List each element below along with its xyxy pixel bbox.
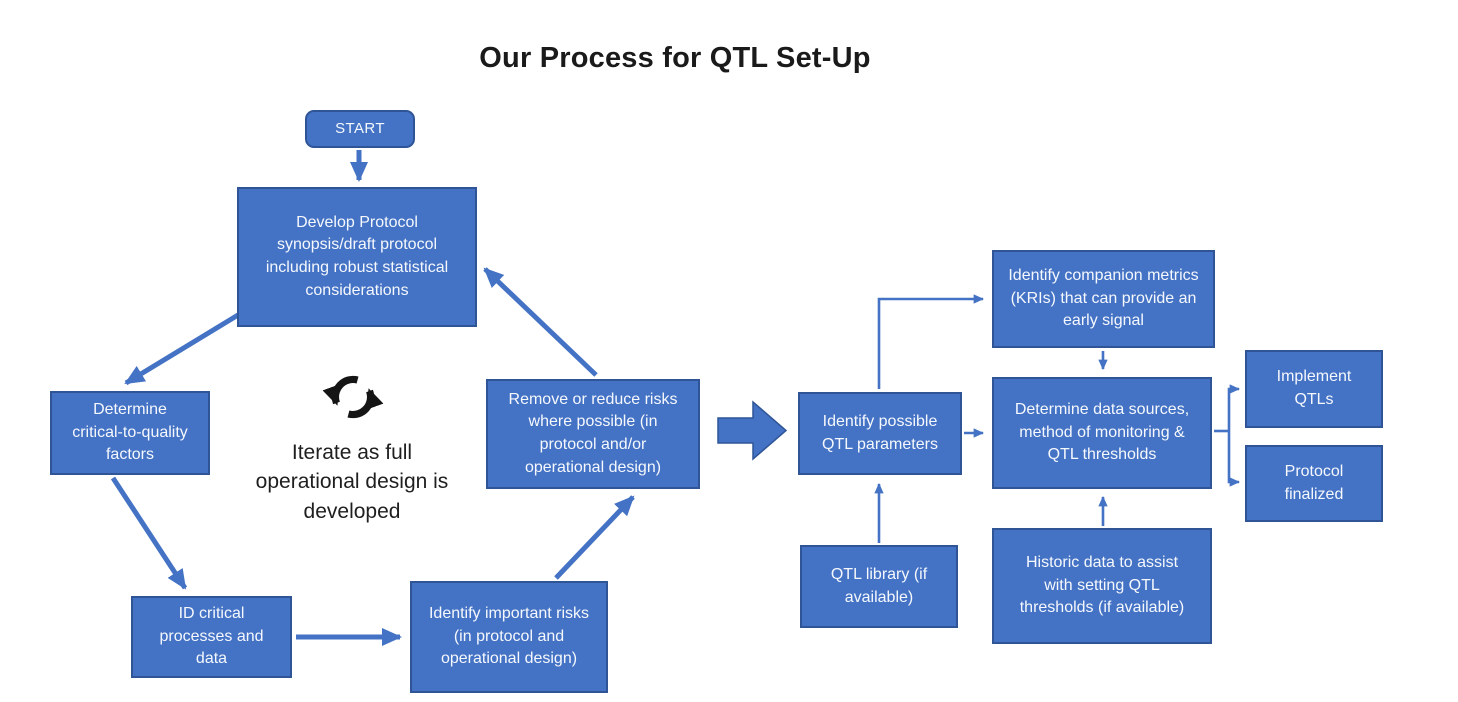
determine-ctq-box: Determine critical-to-quality factors — [50, 391, 210, 475]
protocol-finalized-label: Protocol finalized — [1284, 462, 1344, 503]
remove-risks-box: Remove or reduce risks where possible (i… — [486, 379, 700, 489]
develop-protocol-box: Develop Protocol synopsis/draft protocol… — [237, 187, 477, 327]
data-sources-box: Determine data sources, method of monito… — [992, 377, 1212, 489]
start-box: START — [305, 110, 415, 148]
companion-metrics-box: Identify companion metrics (KRIs) that c… — [992, 250, 1215, 348]
arrow-remove-to-develop — [483, 267, 598, 377]
transition-block-arrow — [717, 400, 788, 461]
arrow-determine-to-idcritical — [110, 476, 188, 590]
qtl-library-label: QTL library (if available) — [830, 565, 928, 606]
connector-params-to-companion — [877, 294, 985, 389]
protocol-finalized-box: Protocol finalized — [1245, 445, 1383, 522]
connector-to-implement — [1227, 384, 1241, 431]
identify-parameters-label: Identify possible QTL parameters — [822, 412, 938, 453]
companion-metrics-label: Identify companion metrics (KRIs) that c… — [1008, 266, 1199, 330]
develop-protocol-label: Develop Protocol synopsis/draft protocol… — [265, 213, 449, 299]
historic-data-label: Historic data to assist with setting QTL… — [1019, 553, 1185, 617]
id-critical-box: ID critical processes and data — [131, 596, 292, 678]
connector-to-finalized — [1227, 431, 1241, 487]
remove-risks-label: Remove or reduce risks where possible (i… — [508, 390, 678, 476]
implement-qtls-label: Implement QTLs — [1276, 368, 1352, 408]
identify-risks-label: Identify important risks (in protocol an… — [428, 604, 590, 668]
arrow-develop-to-determine — [124, 309, 245, 386]
historic-data-box: Historic data to assist with setting QTL… — [992, 528, 1212, 644]
arrow-risks-to-remove — [554, 495, 635, 580]
determine-ctq-label: Determine critical-to-quality factors — [72, 400, 188, 464]
implement-qtls-box: Implement QTLs — [1245, 350, 1383, 428]
start-label: START — [335, 120, 385, 138]
iterate-note: Iterate as full operational design is de… — [255, 441, 449, 523]
data-sources-label: Determine data sources, method of monito… — [1014, 400, 1190, 464]
qtl-library-box: QTL library (if available) — [800, 545, 958, 628]
page-title: Our Process for QTL Set-Up — [479, 42, 871, 74]
id-critical-label: ID critical processes and data — [159, 604, 264, 668]
iterate-cycle-icon — [322, 375, 384, 419]
identify-risks-box: Identify important risks (in protocol an… — [410, 581, 608, 693]
identify-parameters-box: Identify possible QTL parameters — [798, 392, 962, 475]
